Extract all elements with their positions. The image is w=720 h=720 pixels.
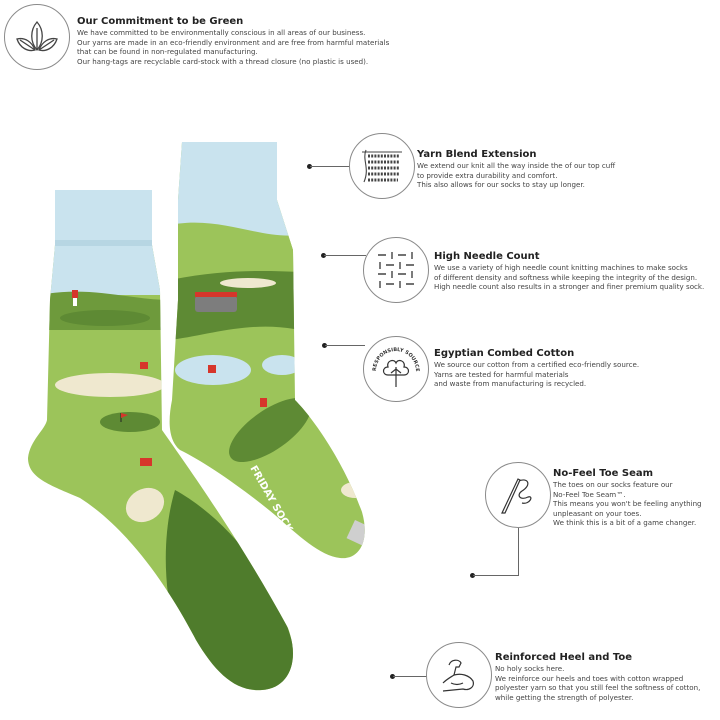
needle-thread-icon-circle	[485, 462, 551, 528]
connector-line	[324, 255, 366, 256]
feature-text: of different density and softness while …	[434, 272, 698, 282]
cotton-plant-icon-circle: RESPONSIBLY SOURCED COTTON	[363, 336, 429, 402]
needle-grid-icon	[378, 252, 414, 288]
flexed-arm-icon-circle	[426, 642, 492, 708]
feature-text: while getting the strength of polyester.	[495, 692, 634, 702]
leaves-icon	[16, 21, 58, 52]
cotton-plant-icon: RESPONSIBLY SOURCED COTTON	[364, 337, 420, 387]
connector-dot	[390, 674, 395, 679]
feature-yarn-blend: Yarn Blend Extension We extend our knit …	[417, 149, 615, 190]
green-commitment-line: Our hang-tags are recyclable card-stock …	[77, 56, 369, 66]
feature-high-needle: High Needle Count We use a variety of hi…	[434, 251, 704, 292]
feature-text: We think this is a bit of a game changer…	[553, 518, 697, 528]
feature-text: unpleasant on your toes.	[553, 508, 642, 518]
feature-title: No-Feel Toe Seam	[553, 468, 654, 479]
feature-text: We extend our knit all the way inside th…	[417, 161, 616, 170]
feature-toe-seam: No-Feel Toe Seam The toes on our socks f…	[553, 468, 702, 528]
flexed-arm-icon	[442, 659, 474, 692]
connector-line	[518, 528, 519, 576]
cotton-badge-text: RESPONSIBLY SOURCED COTTON	[364, 337, 420, 372]
feature-text: This means you won't be feeling anything	[553, 499, 702, 509]
connector-dot	[470, 573, 475, 578]
connector-dot	[321, 253, 326, 258]
feature-text: and waste from manufacturing is recycled…	[434, 379, 587, 389]
needle-grid-icon-circle	[363, 237, 429, 303]
feature-title: Egyptian Combed Cotton	[434, 348, 575, 359]
feature-text: to provide extra durability and comfort.	[417, 170, 558, 180]
knit-yarn-icon	[362, 149, 402, 183]
feature-title: Reinforced Heel and Toe	[495, 652, 633, 663]
needle-thread-icon	[501, 478, 532, 514]
leaves-icon-circle	[4, 4, 70, 70]
feature-egyptian-cotton: Egyptian Combed Cotton We source our cot…	[434, 348, 639, 389]
feature-text: This also allows for our socks to stay u…	[417, 180, 585, 190]
green-commitment-line: that can be found in non-regulated manuf…	[77, 47, 258, 57]
feature-title: Yarn Blend Extension	[417, 149, 537, 160]
feature-text: We reinforce our heels and toes with cot…	[495, 673, 684, 683]
green-commitment-line: Our yarns are made in an eco-friendly en…	[77, 37, 390, 47]
feature-text: High needle count also results in a stro…	[434, 282, 705, 292]
feature-text: We use a variety of high needle count kn…	[434, 263, 688, 272]
feature-text: polyester yarn so that you still feel th…	[495, 683, 701, 693]
feature-text: No holy socks here.	[495, 664, 565, 673]
feature-reinforced-heel: Reinforced Heel and Toe No holy socks he…	[495, 652, 700, 702]
svg-text:RESPONSIBLY SOURCED COTTON: RESPONSIBLY SOURCED COTTON	[364, 337, 420, 372]
knit-yarn-icon-circle	[349, 133, 415, 199]
feature-text: Yarns are tested for harmful materials	[434, 369, 569, 379]
green-commitment: Our Commitment to be Green We have commi…	[77, 16, 389, 66]
connector-dot	[307, 164, 312, 169]
feature-text: The toes on our socks feature our	[553, 480, 673, 489]
connector-line	[310, 166, 352, 167]
connector-dot	[322, 343, 327, 348]
green-commitment-line: We have committed to be environmentally …	[77, 28, 366, 37]
feature-title: High Needle Count	[434, 251, 540, 262]
connector-line	[325, 345, 365, 346]
feature-text: We source our cotton from a certified ec…	[434, 360, 640, 369]
feature-text: No-Feel Toe Seam™.	[553, 489, 626, 499]
green-commitment-title: Our Commitment to be Green	[77, 16, 244, 27]
connector-line	[393, 676, 427, 677]
connector-line	[473, 575, 519, 576]
